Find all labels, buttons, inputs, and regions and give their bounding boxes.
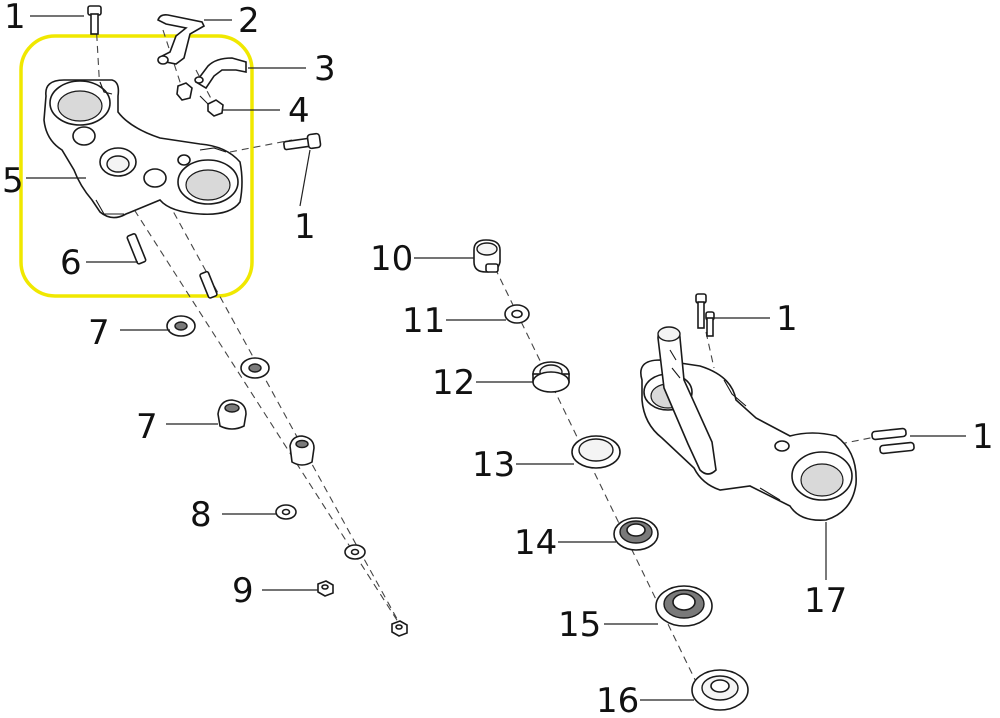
callout-15-lower-bearing: 15 — [558, 605, 601, 645]
rubber-mount-parts — [166, 315, 315, 466]
callout-4-clamp-bolt: 4 — [288, 91, 310, 131]
washer-parts — [275, 504, 366, 560]
callout-11-stem-washer: 11 — [402, 301, 445, 341]
callout-1-lower-clamp-bolt-top: 1 — [776, 299, 798, 339]
stem-washer-part — [504, 304, 530, 324]
callout-9-nut: 9 — [232, 571, 254, 611]
callout-2-brake-line-clip: 2 — [238, 1, 260, 41]
stem-nut-part — [473, 239, 501, 273]
upper-bearing-part — [613, 517, 659, 551]
stud-parts — [126, 233, 218, 299]
assembly-axes — [95, 21, 881, 691]
callout-1-lower-clamp-bolt-side: 1 — [972, 417, 994, 457]
lower-dust-seal-part — [691, 669, 749, 711]
nut-parts — [317, 580, 408, 637]
upper-triple-clamp-part — [43, 79, 243, 219]
callout-13-dust-seal: 13 — [472, 445, 515, 485]
callout-17-lower-triple-clamp: 17 — [804, 581, 847, 621]
lower-triple-clamp-part — [640, 326, 857, 522]
callout-5-upper-triple-clamp: 5 — [2, 161, 24, 201]
callout-12-adjusting-nut: 12 — [432, 363, 475, 403]
adjusting-nut-part — [532, 361, 570, 393]
hose-clamp-part — [194, 57, 247, 90]
callout-1-clamp-pinch-bolt: 1 — [294, 207, 316, 247]
callout-3-hose-clamp: 3 — [314, 49, 336, 89]
lower-bearing-part — [655, 585, 713, 627]
brake-line-clip-part — [157, 14, 206, 101]
lower-clamp-bolt-parts — [695, 293, 915, 455]
callout-6-stud: 6 — [60, 243, 82, 283]
clamp-bolt-part — [199, 95, 224, 117]
callout-14-upper-bearing: 14 — [514, 523, 557, 563]
callout-8-washer: 8 — [190, 495, 212, 535]
leader-lines — [26, 15, 966, 701]
callout-7-lower-rubber-mount: 7 — [136, 407, 158, 447]
clamp-pinch-bolt-part — [283, 132, 322, 151]
top-bolt-part — [87, 5, 102, 35]
dust-seal-part — [571, 435, 621, 469]
callout-10-stem-nut: 10 — [370, 239, 413, 279]
highlight-box-upper-clamp — [19, 34, 254, 298]
callout-7-upper-rubber-mount: 7 — [88, 313, 110, 353]
callout-16-lower-dust-seal: 16 — [596, 681, 639, 718]
callout-1-top-bolt: 1 — [4, 0, 26, 37]
